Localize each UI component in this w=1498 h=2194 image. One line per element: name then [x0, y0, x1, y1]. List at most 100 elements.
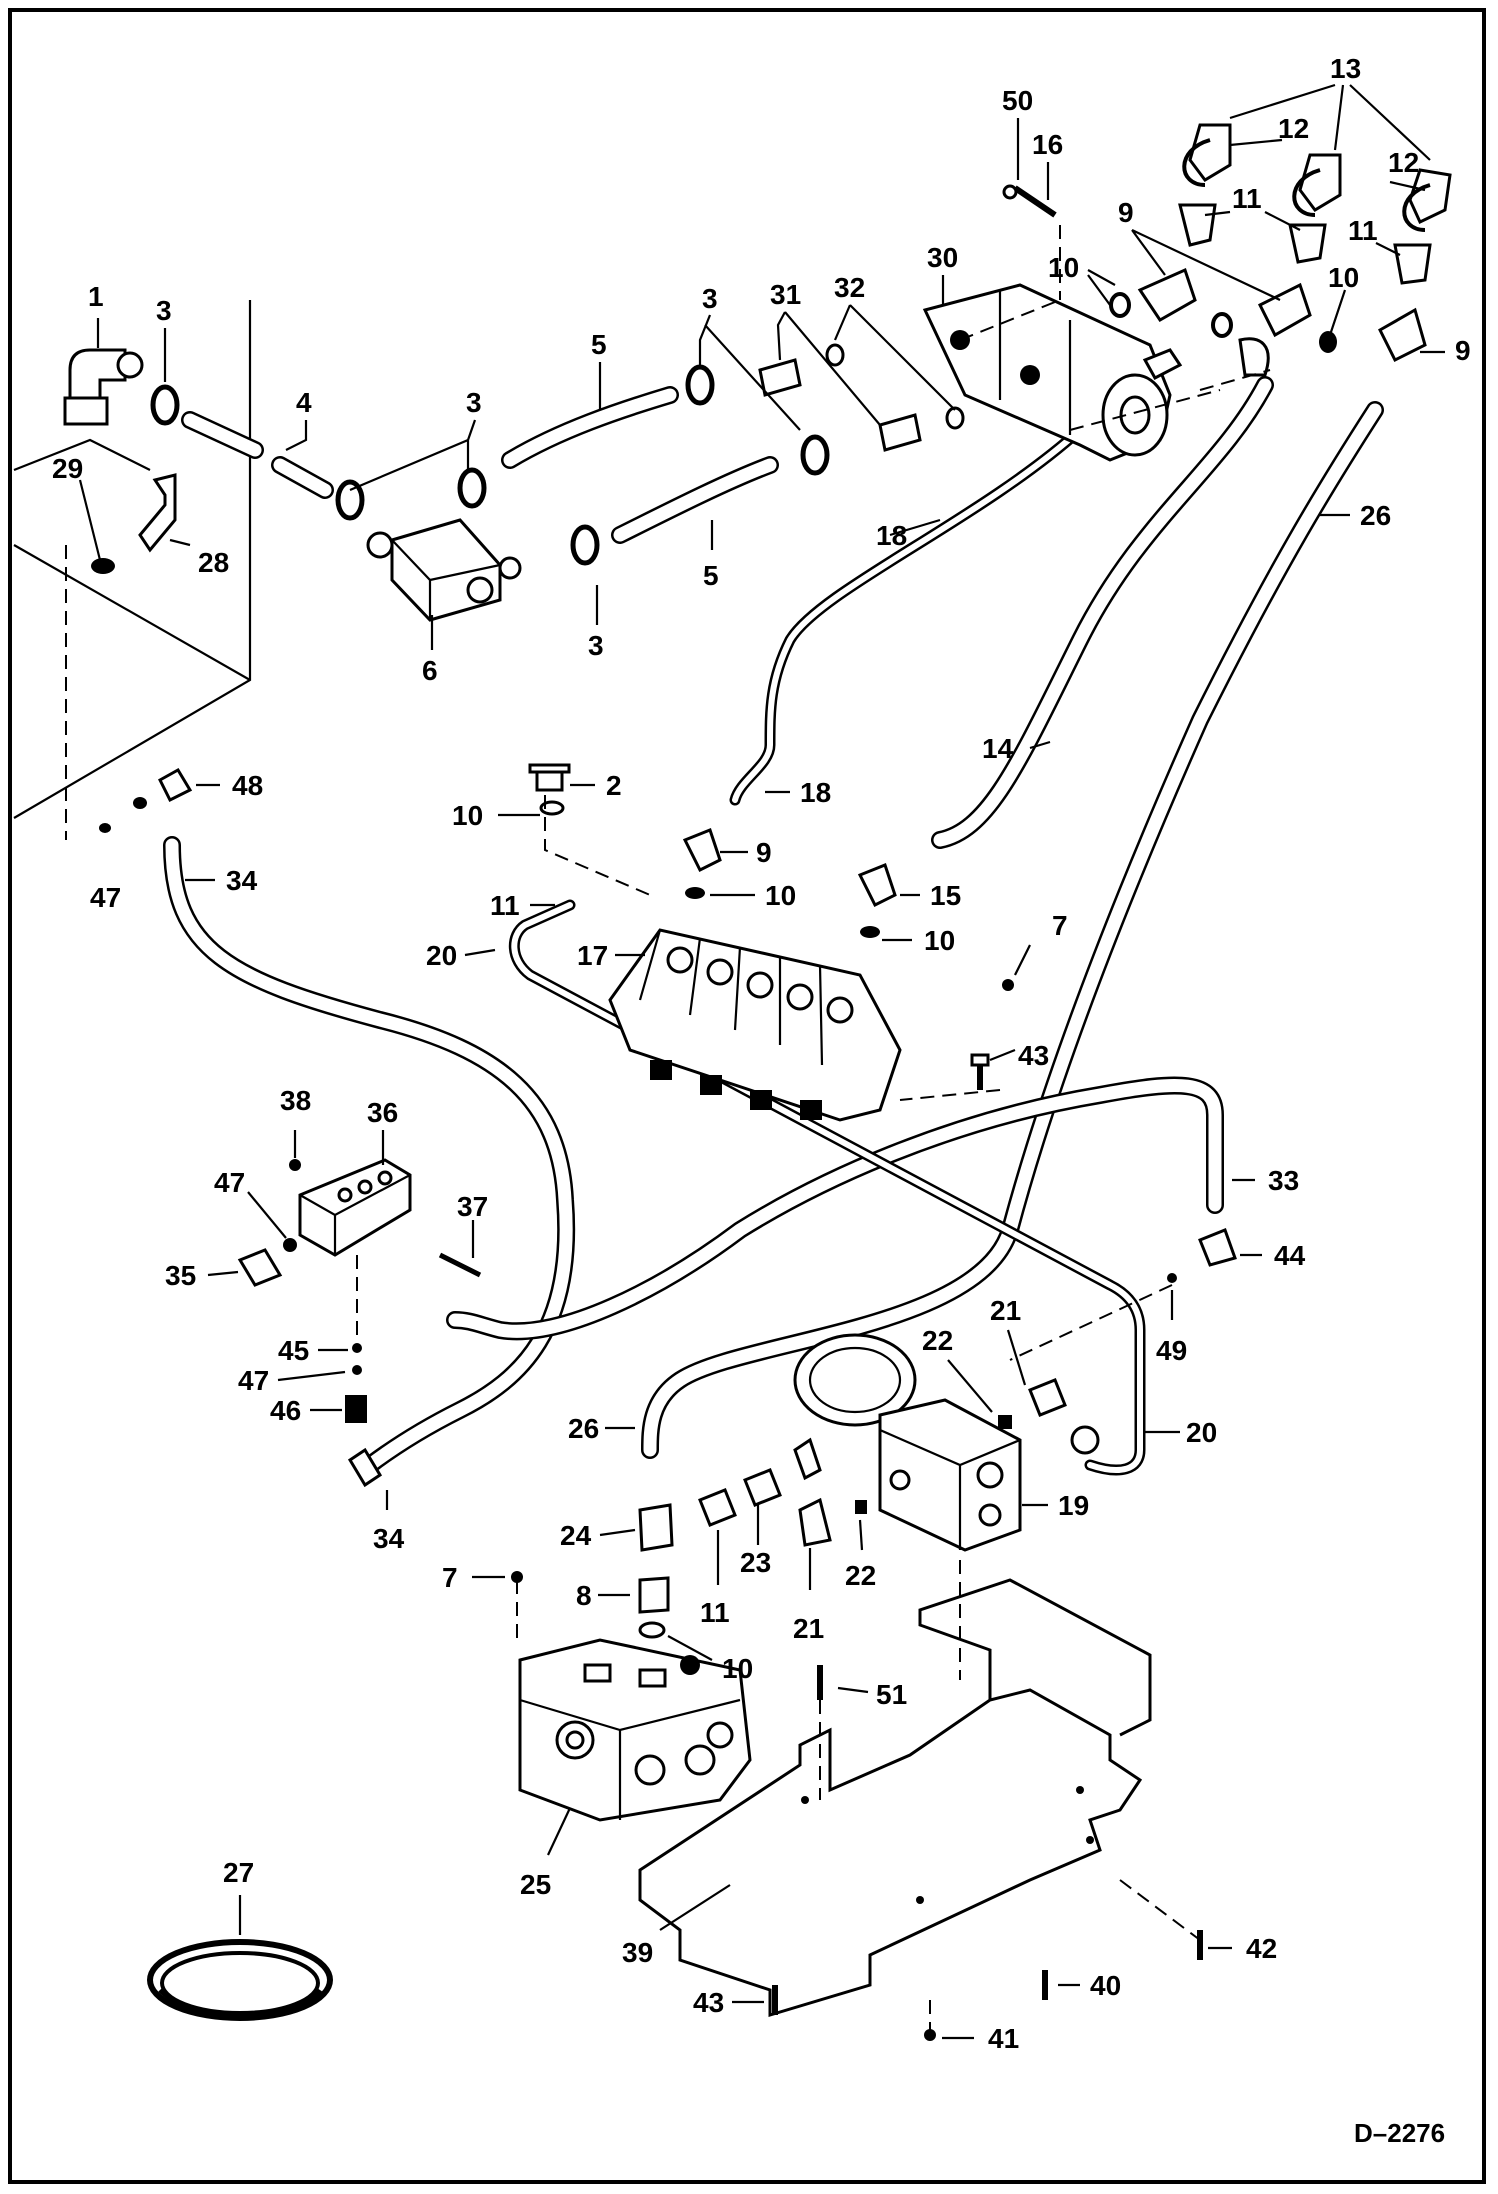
callout-28: 28 — [198, 547, 229, 578]
valve-25-icon — [518, 1638, 752, 1822]
callout-11c: 11 — [490, 890, 520, 921]
tee-fitting-9-icons — [1137, 267, 1427, 377]
callout-43: 43 — [1018, 1040, 1049, 1071]
callout-7b: 7 — [442, 1562, 458, 1593]
elbow-35-icon — [237, 1248, 283, 1287]
callout-46: 46 — [270, 1395, 301, 1426]
components — [63, 123, 1452, 2041]
callout-48: 48 — [232, 770, 263, 801]
callout-6: 6 — [422, 655, 438, 686]
callout-20: 20 — [426, 940, 457, 971]
hose-clamp-icons — [150, 364, 830, 566]
hydraulic-pump-30-icon — [922, 283, 1183, 462]
quick-coupler-13-icons — [1182, 123, 1452, 232]
callout-47c: 47 — [238, 1365, 269, 1396]
elbow-48-icon — [99, 767, 193, 833]
callout-13: 13 — [1330, 53, 1361, 84]
callout-44: 44 — [1274, 1240, 1306, 1271]
callout-3: 3 — [156, 295, 172, 326]
callout-45: 45 — [278, 1335, 309, 1366]
plug-7-icon — [1002, 979, 1014, 991]
callout-27: 27 — [223, 1857, 254, 1888]
callout-35: 35 — [165, 1260, 196, 1291]
callout-26b: 26 — [568, 1413, 599, 1444]
callout-9b: 9 — [1455, 335, 1471, 366]
callout-25: 25 — [520, 1869, 551, 1900]
callout-18b: 18 — [800, 777, 831, 808]
callout-3b: 3 — [466, 387, 482, 418]
callout-12b: 12 — [1388, 147, 1419, 178]
fitting-stack-45-46-icons — [345, 1343, 383, 1488]
hose-routing — [147, 376, 1384, 2021]
callout-47b: 47 — [214, 1167, 245, 1198]
mounting-plate-39-icon — [638, 1578, 1152, 2018]
callout-21b: 21 — [793, 1613, 824, 1644]
callout-40: 40 — [1090, 1970, 1121, 2001]
callout-20b: 20 — [1186, 1417, 1217, 1448]
plate-hardware-icons — [772, 1930, 1203, 2041]
callout-10c: 10 — [452, 800, 483, 831]
callout-36: 36 — [367, 1097, 398, 1128]
callout-34b: 34 — [373, 1523, 405, 1554]
bolt-16-icon — [1002, 184, 1057, 218]
callout-14: 14 — [982, 733, 1014, 764]
callout-43b: 43 — [693, 1987, 724, 2018]
callout-5: 5 — [591, 329, 607, 360]
callout-50: 50 — [1002, 85, 1033, 116]
callout-22b: 22 — [845, 1560, 876, 1591]
elbow-fitting-1-icon — [63, 348, 144, 426]
drawing-id: D–2276 — [1354, 2118, 1445, 2148]
callout-9c: 9 — [756, 837, 772, 868]
manifold-block-36-icon — [283, 1158, 412, 1257]
elbow-fitting-28-icon — [91, 473, 177, 574]
callout-10e: 10 — [924, 925, 955, 956]
callout-5b: 5 — [703, 560, 719, 591]
callout-26: 26 — [1360, 500, 1391, 531]
callout-2: 2 — [606, 770, 622, 801]
callout-11d: 11 — [700, 1597, 730, 1628]
callout-10f: 10 — [722, 1653, 753, 1684]
fittings-21-22-icons — [798, 1378, 1100, 1547]
callout-51: 51 — [876, 1679, 907, 1710]
callout-3c: 3 — [702, 283, 718, 314]
valve-block-19-icon — [793, 1333, 1022, 1552]
callout-1: 1 — [88, 281, 104, 312]
callout-37: 37 — [457, 1191, 488, 1222]
callout-3d: 3 — [588, 630, 604, 661]
callout-24: 24 — [560, 1520, 592, 1551]
callout-11: 11 — [1232, 183, 1262, 214]
plug-2-icon — [528, 763, 571, 792]
callout-49: 49 — [1156, 1335, 1187, 1366]
callout-11b: 11 — [1348, 215, 1378, 246]
callout-10b: 10 — [1328, 262, 1359, 293]
callout-23: 23 — [740, 1547, 771, 1578]
callout-19: 19 — [1058, 1490, 1089, 1521]
callout-8: 8 — [576, 1580, 592, 1611]
callout-10d: 10 — [765, 880, 796, 911]
callout-22: 22 — [922, 1325, 953, 1356]
fittings-23-24-8-icons — [638, 1437, 822, 1614]
valve-elbows-icons — [682, 828, 897, 908]
callout-4: 4 — [296, 387, 312, 418]
plug-7b-icon — [511, 1571, 523, 1583]
callout-42: 42 — [1246, 1933, 1277, 1964]
callout-21: 21 — [990, 1295, 1021, 1326]
callout-41: 41 — [988, 2023, 1019, 2054]
bolt-37-icon — [438, 1252, 482, 1278]
assembly-lines — [356, 225, 1271, 2040]
callout-47: 47 — [90, 882, 121, 913]
callout-labels: 1 3 4 3 5 3 31 32 30 50 16 13 12 12 11 1… — [52, 53, 1471, 2054]
callout-18: 18 — [876, 520, 907, 551]
callout-32: 32 — [834, 272, 865, 303]
callout-38: 38 — [280, 1085, 311, 1116]
callout-39: 39 — [622, 1937, 653, 1968]
callout-33: 33 — [1268, 1165, 1299, 1196]
callout-29: 29 — [52, 453, 83, 484]
control-valve-17-icon — [608, 928, 902, 1122]
callout-31: 31 — [770, 279, 801, 310]
callout-17: 17 — [577, 940, 608, 971]
callout-34: 34 — [226, 865, 258, 896]
elbow-44-icon — [1167, 1228, 1237, 1283]
callout-15: 15 — [930, 880, 961, 911]
